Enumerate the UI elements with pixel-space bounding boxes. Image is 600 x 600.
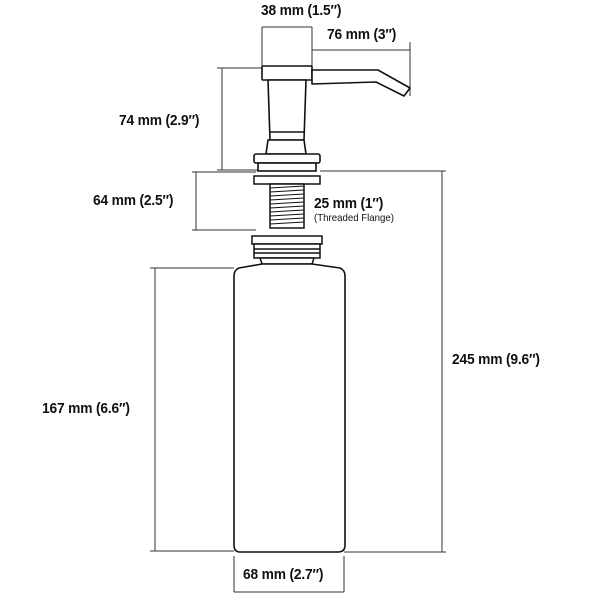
flange-note-label: (Threaded Flange)	[314, 212, 395, 224]
pump-height-label: 74 mm (2.9″)	[119, 112, 200, 129]
bottle-width-label: 68 mm (2.7″)	[243, 566, 324, 583]
overall-height-label: 245 mm (9.6″)	[452, 351, 540, 368]
bottle-cap	[251, 235, 323, 265]
flange-height-label: 64 mm (2.5″)	[93, 192, 174, 209]
spout	[311, 69, 411, 97]
bottle	[233, 263, 346, 553]
pump-head	[261, 65, 313, 141]
spout-length-label: 76 mm (3″)	[327, 26, 397, 43]
threaded-flange	[253, 175, 321, 229]
dimension-lines	[150, 26, 446, 593]
bottle-height-label: 167 mm (6.6″)	[42, 400, 130, 417]
base-ring	[253, 139, 321, 172]
flange-diameter-label: 25 mm (1″)	[314, 195, 384, 212]
head-width-label: 38 mm (1.5″)	[261, 2, 342, 19]
